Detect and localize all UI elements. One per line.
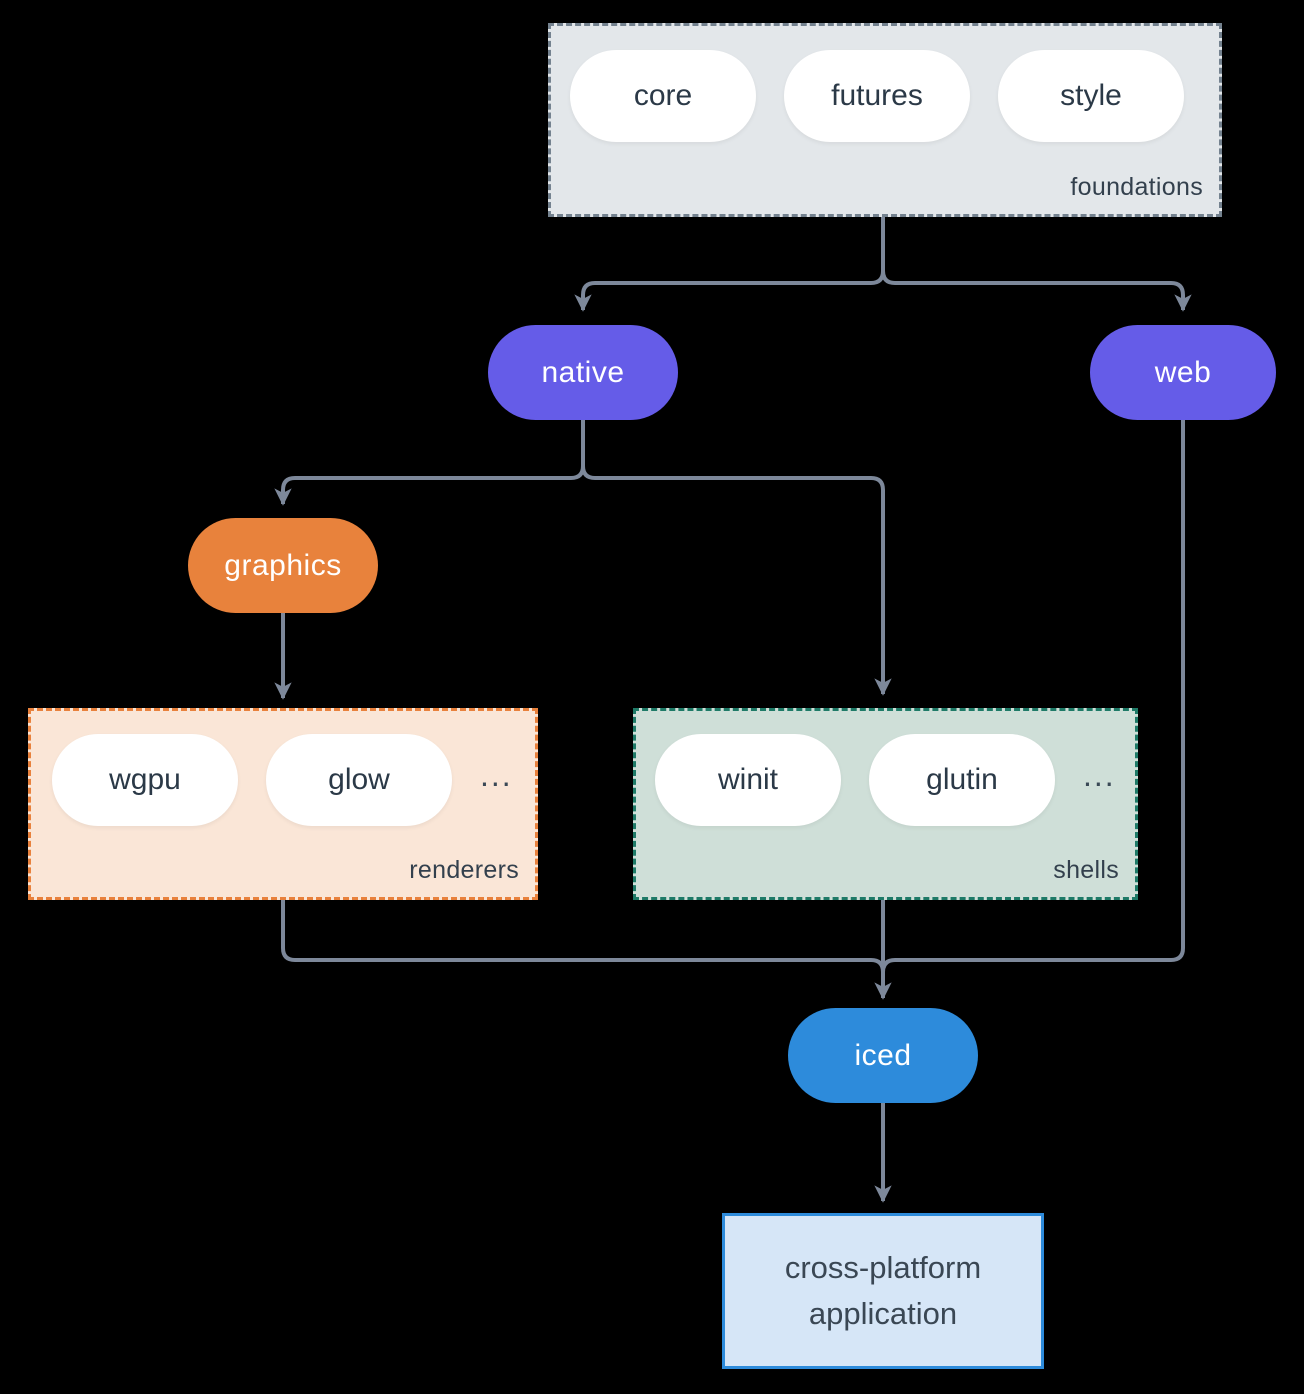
node-style: style [998, 50, 1184, 142]
edge-foundations-web [881, 217, 1192, 312]
group-shells-label: shells [1053, 856, 1119, 884]
edge-foundations-native [574, 217, 885, 312]
node-cross-platform-application: cross-platform application [722, 1213, 1044, 1369]
shells-ellipsis: ... [1083, 756, 1116, 793]
node-wgpu: wgpu [52, 734, 238, 826]
node-iced: iced [788, 1008, 978, 1103]
node-wgpu-label: wgpu [109, 763, 181, 796]
node-glutin: glutin [869, 734, 1055, 826]
node-futures: futures [784, 50, 970, 142]
node-core-label: core [633, 79, 693, 112]
edge-native-graphics [274, 420, 585, 506]
node-glow-label: glow [328, 763, 390, 796]
group-shells: winit glutin ... shells [633, 708, 1138, 900]
node-futures-label: futures [831, 79, 923, 112]
edge-renderers-merge [281, 900, 885, 980]
node-glow: glow [266, 734, 452, 826]
group-renderers-label: renderers [409, 856, 519, 884]
node-native: native [488, 325, 678, 420]
group-foundations: core futures style foundations [548, 23, 1222, 217]
renderers-ellipsis: ... [480, 756, 513, 793]
node-core: core [570, 50, 756, 142]
node-cross-platform-application-label: cross-platform application [784, 1249, 982, 1332]
node-iced-label: iced [854, 1038, 912, 1072]
node-web: web [1090, 325, 1276, 420]
node-winit-label: winit [717, 763, 778, 796]
node-style-label: style [1060, 79, 1122, 112]
node-winit: winit [655, 734, 841, 826]
node-graphics-label: graphics [224, 548, 342, 582]
node-web-label: web [1154, 355, 1212, 389]
node-glutin-label: glutin [926, 763, 998, 796]
group-foundations-label: foundations [1070, 173, 1203, 201]
group-renderers: wgpu glow ... renderers [28, 708, 538, 900]
node-graphics: graphics [188, 518, 378, 613]
node-native-label: native [541, 355, 625, 389]
edge-native-shells [581, 420, 892, 696]
